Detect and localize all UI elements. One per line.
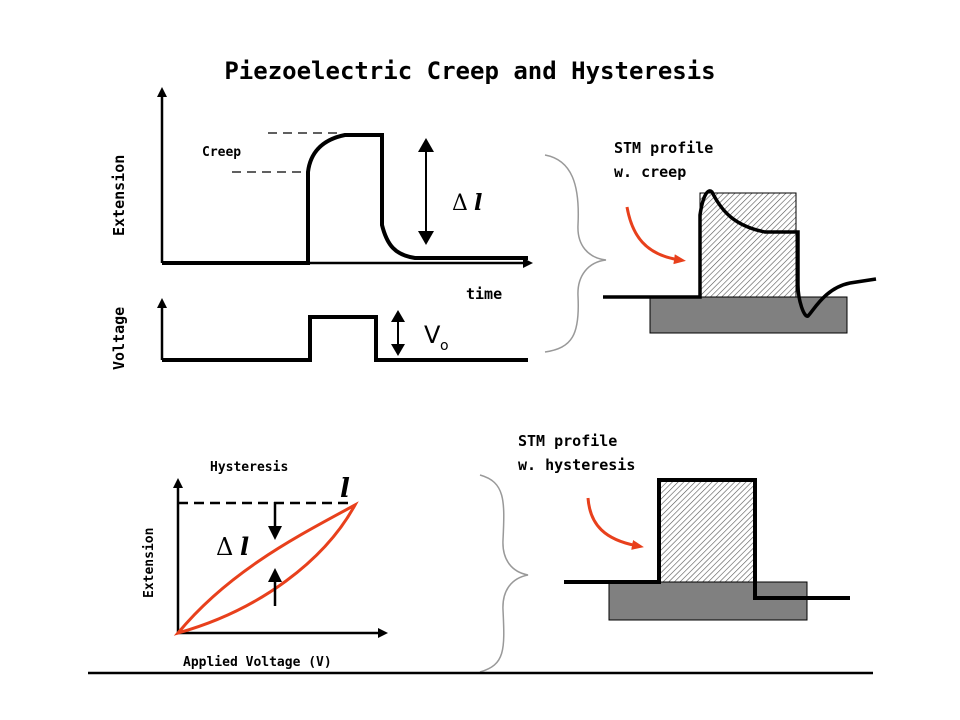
hysteresis-up-arrow xyxy=(268,568,282,606)
stm-hysteresis-red-arrow xyxy=(586,497,644,550)
voltage-symbol: V xyxy=(424,321,441,349)
stm-hysteresis-profile xyxy=(564,478,850,600)
hysteresis-loop xyxy=(173,501,359,636)
creep-step-hatched xyxy=(699,192,797,298)
hysteresis-length-symbol: l xyxy=(240,532,249,561)
page-title: Piezoelectric Creep and Hysteresis xyxy=(224,57,715,85)
delta-symbol: Δ xyxy=(452,191,468,216)
extension-creep-curve xyxy=(162,133,528,265)
hysteresis-y-label: Extension xyxy=(142,528,157,598)
stm-creep-red-arrow xyxy=(625,206,686,265)
hysteresis-x-label: Applied Voltage (V) xyxy=(183,655,332,670)
hysteresis-delta-symbol: Δ xyxy=(216,533,233,561)
voltage-subscript: o xyxy=(440,338,449,354)
length-symbol: l xyxy=(474,190,482,216)
extension-axis xyxy=(157,87,533,268)
extension-axis-label: Extension xyxy=(110,155,128,236)
hysteresis-title: Hysteresis xyxy=(210,460,288,475)
delta-l-arrow xyxy=(418,138,434,245)
stm-creep-profile xyxy=(603,189,877,318)
hysteresis-down-arrow xyxy=(268,502,282,540)
stm-creep-label-line1: STM profile xyxy=(614,139,713,157)
creep-brace xyxy=(544,154,607,353)
stm-creep-label-line2: w. creep xyxy=(614,163,686,181)
creep-panel: Extension Creep Δ l time Voltage V o xyxy=(110,87,877,370)
stm-hysteresis-label-line2: w. hysteresis xyxy=(518,456,635,474)
hysteresis-length-top: l xyxy=(340,474,350,504)
vo-arrow xyxy=(391,310,405,356)
creep-label: Creep xyxy=(202,145,241,160)
stm-hysteresis-label-line1: STM profile xyxy=(518,432,617,450)
hysteresis-brace xyxy=(479,474,529,673)
hysteresis-panel: Hysteresis Extension Applied Voltage (V)… xyxy=(142,432,850,673)
voltage-axis-label: Voltage xyxy=(110,307,128,370)
hysteresis-step-hatched xyxy=(658,479,756,583)
hysteresis-substrate xyxy=(608,581,808,621)
time-label: time xyxy=(466,285,502,303)
voltage-pulse xyxy=(162,315,528,362)
hysteresis-axes xyxy=(173,478,388,638)
